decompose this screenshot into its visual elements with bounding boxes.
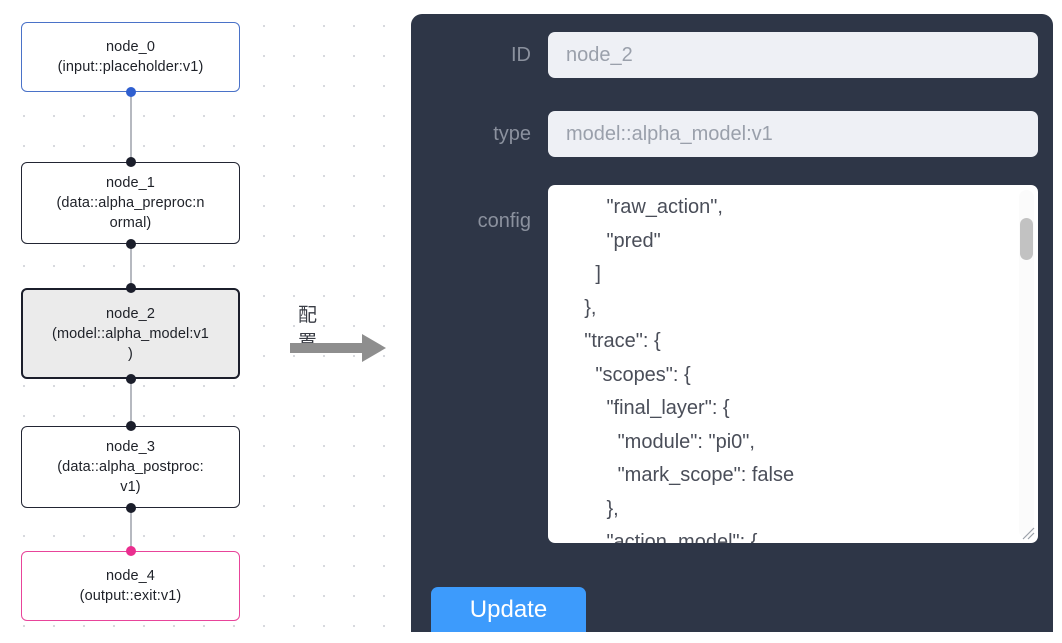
id-input[interactable] xyxy=(548,32,1038,78)
graph-node-label: node_0 (input::placeholder:v1) xyxy=(57,39,204,75)
node-handle-node_1-source[interactable] xyxy=(126,239,136,249)
node-handle-node_3-target[interactable] xyxy=(126,421,136,431)
field-row-config: config "raw_action", "pred" ] }, "trace"… xyxy=(423,185,1038,543)
edge-node1-node2 xyxy=(130,244,133,288)
field-row-type: type xyxy=(423,111,1038,157)
graph-node-node_1[interactable]: node_1 (data::alpha_preproc:n ormal) xyxy=(21,162,240,244)
graph-node-label: node_4 (output::exit:v1) xyxy=(79,568,182,604)
config-field-label: config xyxy=(477,210,531,232)
config-textarea[interactable]: "raw_action", "pred" ] }, "trace": { "sc… xyxy=(548,185,1038,543)
right-arrow-icon xyxy=(290,334,386,362)
edge-node3-node4 xyxy=(130,508,133,551)
edge-node2-node3 xyxy=(130,379,133,426)
node-handle-node_0-source[interactable] xyxy=(126,87,136,97)
node-handle-node_2-target[interactable] xyxy=(126,283,136,293)
id-field-label: ID xyxy=(511,44,531,66)
update-button[interactable]: Update xyxy=(431,587,586,632)
graph-node-node_3[interactable]: node_3 (data::alpha_postproc: v1) xyxy=(21,426,240,508)
config-scrollbar-thumb[interactable] xyxy=(1020,218,1033,260)
graph-node-label: node_2 (model::alpha_model:v1 ) xyxy=(52,305,209,362)
node-handle-node_4-target[interactable] xyxy=(126,546,136,556)
node-handle-node_2-source[interactable] xyxy=(126,374,136,384)
config-textarea-wrapper: "raw_action", "pred" ] }, "trace": { "sc… xyxy=(548,185,1038,543)
type-input[interactable] xyxy=(548,111,1038,157)
graph-node-label: node_3 (data::alpha_postproc: v1) xyxy=(57,439,204,495)
config-scrollbar-track[interactable] xyxy=(1019,190,1034,538)
graph-node-node_0[interactable]: node_0 (input::placeholder:v1) xyxy=(21,22,240,92)
resize-grip-icon[interactable] xyxy=(1020,525,1036,541)
graph-node-node_2[interactable]: node_2 (model::alpha_model:v1 ) xyxy=(21,288,240,379)
node-handle-node_3-source[interactable] xyxy=(126,503,136,513)
graph-node-label: node_1 (data::alpha_preproc:n ormal) xyxy=(56,175,205,231)
edge-node0-node1 xyxy=(130,92,133,162)
field-row-id: ID xyxy=(423,32,1038,78)
node-handle-node_1-target[interactable] xyxy=(126,157,136,167)
type-field-label: type xyxy=(493,123,531,145)
graph-node-node_4[interactable]: node_4 (output::exit:v1) xyxy=(21,551,240,621)
node-config-panel: ID type config "raw_action", "pred" ] },… xyxy=(411,14,1053,632)
